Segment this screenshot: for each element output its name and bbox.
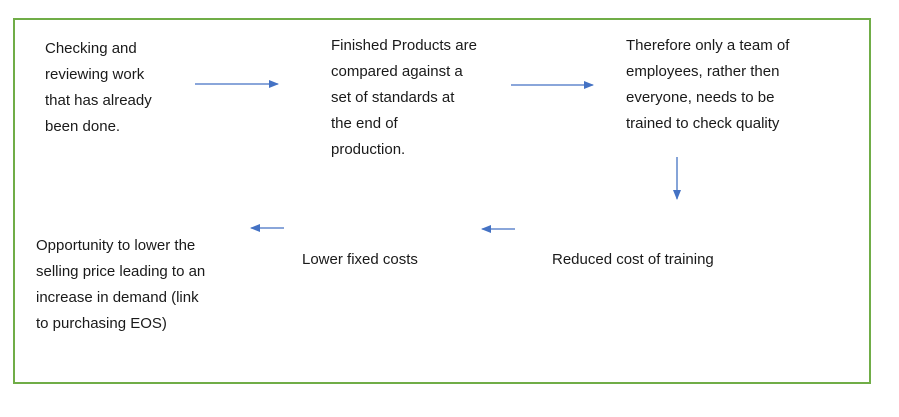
node-lower-fixed-costs: Lower fixed costs bbox=[302, 251, 418, 268]
node-checking-work: Checking and reviewing work that has alr… bbox=[45, 40, 152, 135]
node-finished-products: Finished Products are compared against a… bbox=[331, 37, 477, 158]
diagram-frame bbox=[13, 18, 871, 384]
node-reduced-training-cost: Reduced cost of training bbox=[552, 251, 714, 268]
node-lower-selling-price: Opportunity to lower the selling price l… bbox=[36, 237, 206, 332]
node-team-trained: Therefore only a team of employees, rath… bbox=[626, 37, 790, 132]
